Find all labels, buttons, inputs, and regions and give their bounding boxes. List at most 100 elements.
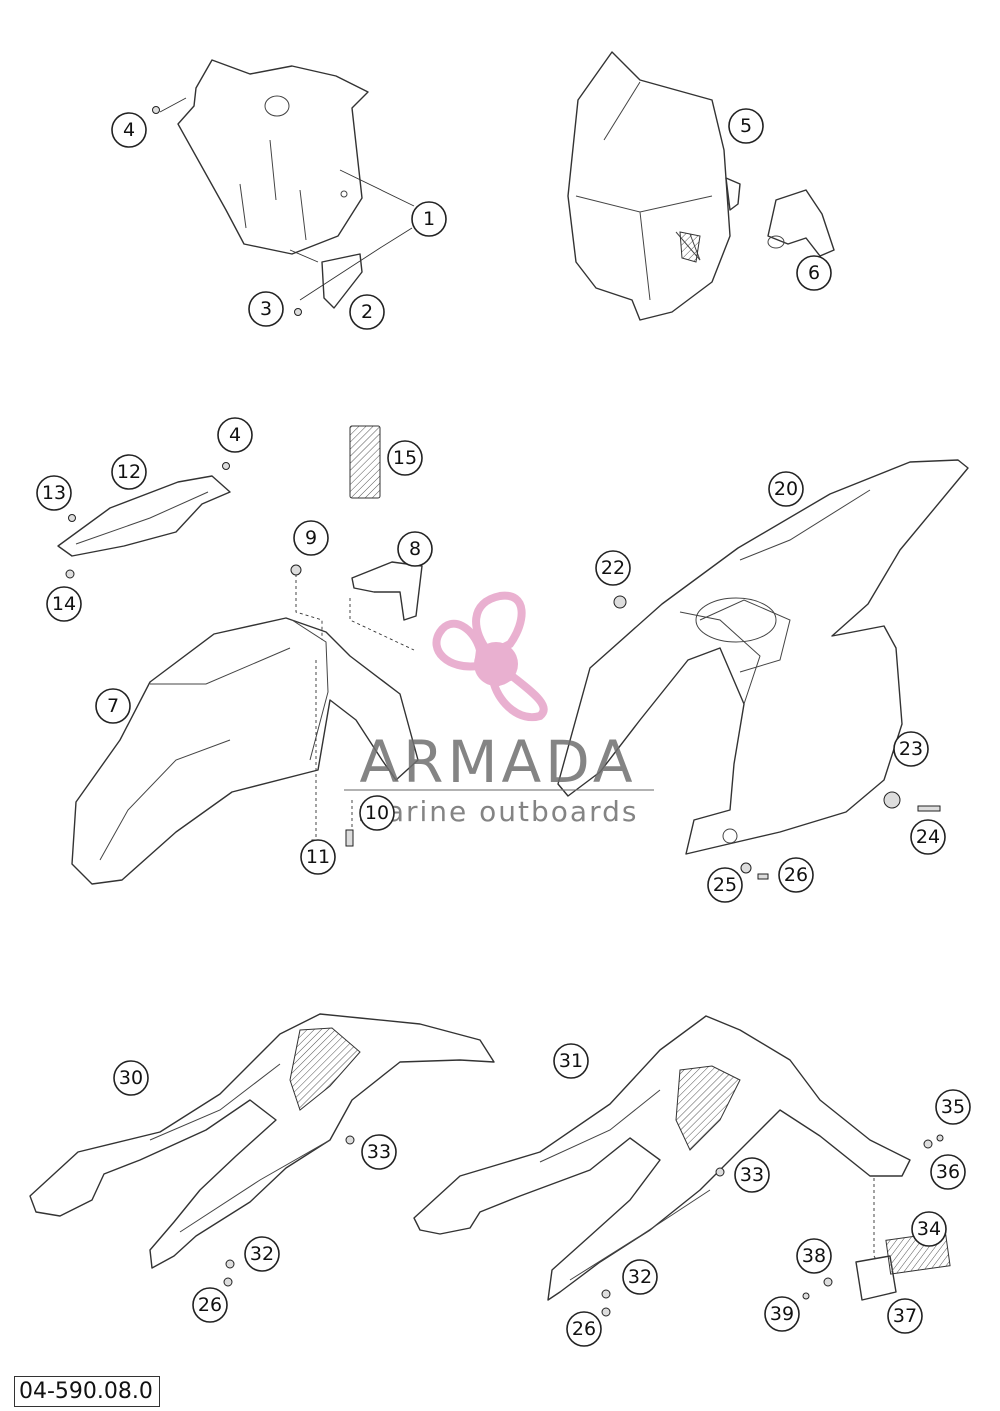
fender-bracket-part (351, 561, 423, 621)
headlight-clamp-part (767, 189, 835, 257)
callout-number: 2 (361, 301, 373, 323)
callout-circle (930, 1154, 966, 1190)
callout-26: 26 (192, 1287, 228, 1323)
propeller-icon (432, 591, 548, 722)
callout-23: 23 (893, 731, 929, 767)
callout-26: 26 (566, 1311, 602, 1347)
callout-number: 11 (306, 846, 330, 868)
callout-number: 34 (917, 1218, 941, 1240)
callout-number: 10 (365, 802, 389, 824)
callout-9: 9 (293, 520, 329, 556)
callout-4: 4 (111, 112, 147, 148)
callout-number: 8 (409, 538, 421, 560)
callout-number: 6 (808, 262, 820, 284)
callout-circle (248, 291, 284, 327)
callout-number: 33 (367, 1141, 391, 1163)
callout-circle (595, 550, 631, 586)
callout-number: 38 (802, 1245, 826, 1267)
callout-circle (244, 1236, 280, 1272)
callout-number: 12 (117, 461, 141, 483)
callout-8: 8 (397, 531, 433, 567)
callout-circle (566, 1311, 602, 1347)
callout-33: 33 (361, 1134, 397, 1170)
callout-number: 25 (713, 874, 737, 896)
callout-number: 24 (916, 826, 940, 848)
callout-39: 39 (764, 1296, 800, 1332)
callout-25: 25 (707, 867, 743, 903)
callout-12: 12 (111, 454, 147, 490)
callout-circle (361, 1134, 397, 1170)
callout-circle (397, 531, 433, 567)
callout-circle (911, 1211, 947, 1247)
mount-bracket-part (321, 253, 363, 309)
callout-circle (796, 255, 832, 291)
callout-number: 32 (628, 1266, 652, 1288)
callout-number: 13 (42, 482, 66, 504)
callout-circle (387, 440, 423, 476)
front-fender-part (71, 617, 419, 885)
callout-33: 33 (734, 1157, 770, 1193)
callout-4: 4 (217, 417, 253, 453)
callout-14: 14 (46, 586, 82, 622)
callout-number: 32 (250, 1243, 274, 1265)
callout-10: 10 (359, 795, 395, 831)
callout-circle (192, 1287, 228, 1323)
callout-circle (734, 1157, 770, 1193)
callout-6: 6 (796, 255, 832, 291)
callout-circle (293, 520, 329, 556)
callout-circle (113, 1060, 149, 1096)
callout-circle (768, 471, 804, 507)
callout-11: 11 (300, 839, 336, 875)
callout-circle (622, 1259, 658, 1295)
callout-number: 3 (260, 298, 272, 320)
callout-number: 33 (740, 1164, 764, 1186)
callout-circle (217, 417, 253, 453)
decal-set-part (29, 1013, 495, 1287)
callout-number: 23 (899, 738, 923, 760)
callout-number: 5 (740, 115, 752, 137)
callout-20: 20 (768, 471, 804, 507)
callout-number: 22 (601, 557, 625, 579)
callout-38: 38 (796, 1238, 832, 1274)
callout-22: 22 (595, 550, 631, 586)
diagram-code: 04-590.08.0 (14, 1376, 160, 1407)
callout-circle (893, 731, 929, 767)
callout-2: 2 (349, 294, 385, 330)
callout-number: 31 (559, 1050, 583, 1072)
callout-1: 1 (411, 201, 447, 237)
callout-circle (36, 475, 72, 511)
callout-number: 14 (52, 593, 76, 615)
callout-32: 32 (622, 1259, 658, 1295)
callout-circle (796, 1238, 832, 1274)
callout-35: 35 (935, 1089, 971, 1125)
callout-circle (359, 795, 395, 831)
callout-circle (728, 108, 764, 144)
callout-number: 9 (305, 527, 317, 549)
callout-circle (349, 294, 385, 330)
callout-5: 5 (728, 108, 764, 144)
callout-number: 37 (893, 1305, 917, 1327)
callout-number: 7 (107, 695, 119, 717)
headlight-mask-part (567, 51, 741, 321)
callout-number: 1 (423, 208, 435, 230)
callout-34: 34 (911, 1211, 947, 1247)
callout-circle (111, 112, 147, 148)
callout-number: 36 (936, 1161, 960, 1183)
callout-circle (935, 1089, 971, 1125)
callout-circle (764, 1296, 800, 1332)
watermark-logo: ARMADA marine outboards (344, 591, 654, 828)
fork-guard-part (57, 475, 231, 557)
screw-hardware (152, 106, 302, 316)
callout-36: 36 (930, 1154, 966, 1190)
callout-circle (411, 201, 447, 237)
rear-fender-part (557, 459, 969, 855)
callout-32: 32 (244, 1236, 280, 1272)
callout-7: 7 (95, 688, 131, 724)
callout-number: 15 (393, 447, 417, 469)
callout-number: 4 (123, 119, 135, 141)
callout-15: 15 (387, 440, 423, 476)
callout-number: 26 (198, 1294, 222, 1316)
callout-3: 3 (248, 291, 284, 327)
